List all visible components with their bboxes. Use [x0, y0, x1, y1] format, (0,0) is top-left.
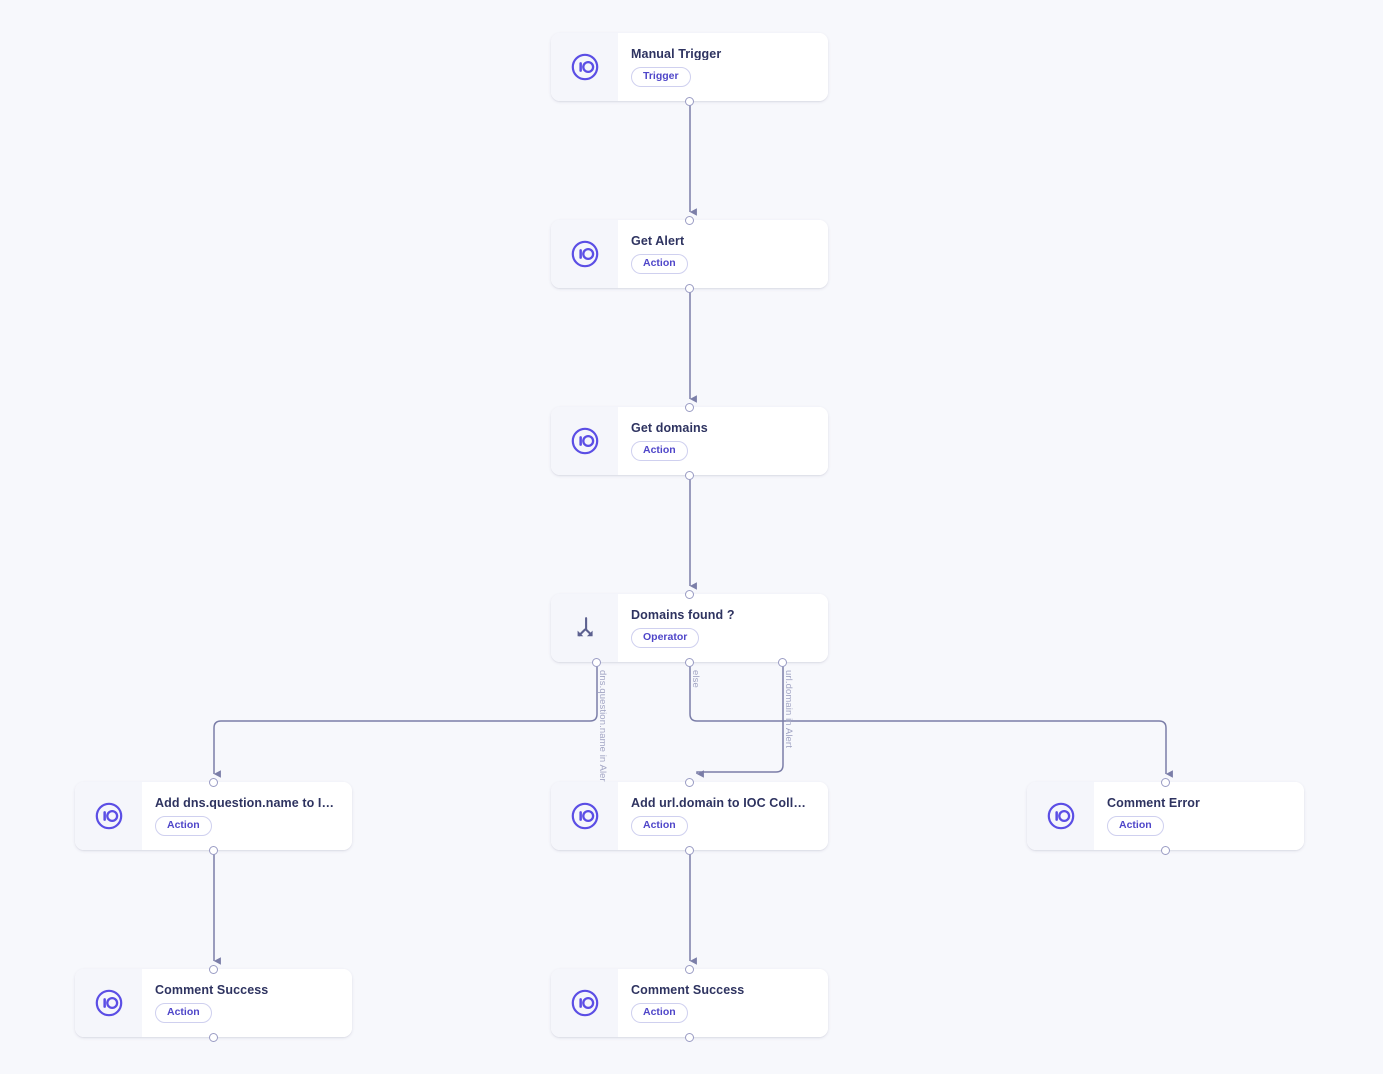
node-port-bottom[interactable] — [685, 283, 694, 293]
io-logo-icon — [570, 239, 600, 269]
node-body: Manual Trigger Trigger — [618, 33, 828, 101]
node-body: Comment Error Action — [1094, 782, 1304, 850]
node-title: Comment Error — [1107, 796, 1200, 809]
node-port-bottom[interactable] — [685, 845, 694, 855]
node-title: Manual Trigger — [631, 47, 722, 60]
node-port-bottom[interactable] — [1161, 845, 1170, 855]
node-port-bottom[interactable] — [685, 1032, 694, 1042]
io-logo-icon — [94, 988, 124, 1018]
node-icon-pane — [551, 969, 618, 1037]
node-port-bottom[interactable] — [209, 1032, 218, 1042]
node-port-top[interactable] — [685, 215, 694, 225]
edge-label-clip-dns: dns.question.name in Alert — [595, 670, 611, 782]
status-badge: Action — [155, 816, 212, 836]
edge-domains-found-add-url-domain — [696, 662, 784, 778]
io-logo-icon — [570, 426, 600, 456]
node-get-domains[interactable]: Get domains Action — [551, 402, 828, 480]
node-port-bottom-right[interactable] — [778, 657, 787, 667]
io-logo-icon — [1046, 801, 1076, 831]
node-port-bottom[interactable] — [209, 845, 218, 855]
node-icon-pane — [1027, 782, 1094, 850]
edge-label-clip-else: else — [688, 670, 704, 782]
node-domains-found[interactable]: Domains found ? Operator — [551, 589, 828, 667]
node-manual-trigger[interactable]: Manual Trigger Trigger — [551, 33, 828, 106]
node-add-url-domain[interactable]: Add url.domain to IOC Collection Action — [551, 777, 828, 855]
edge-label-url-domain: url.domain in Alert — [783, 670, 794, 748]
node-comment-success-center[interactable]: Comment Success Action — [551, 964, 828, 1042]
node-icon-pane — [551, 407, 618, 475]
node-get-alert[interactable]: Get Alert Action — [551, 215, 828, 293]
status-badge: Action — [1107, 816, 1164, 836]
node-title: Comment Success — [155, 983, 269, 996]
status-badge: Action — [631, 441, 688, 461]
status-badge: Action — [631, 1003, 688, 1023]
io-logo-icon — [94, 801, 124, 831]
node-title: Get domains — [631, 421, 708, 434]
node-port-top[interactable] — [209, 964, 218, 974]
node-port-bottom-center[interactable] — [685, 657, 694, 667]
status-badge: Operator — [631, 628, 700, 648]
node-body: Get domains Action — [618, 407, 828, 475]
node-body: Get Alert Action — [618, 220, 828, 288]
io-logo-icon — [570, 988, 600, 1018]
io-logo-icon — [570, 52, 600, 82]
node-body: Add url.domain to IOC Collection Action — [618, 782, 828, 850]
node-icon-pane — [551, 594, 618, 662]
node-title: Comment Success — [631, 983, 745, 996]
status-badge: Action — [631, 816, 688, 836]
node-port-top[interactable] — [685, 402, 694, 412]
node-port-top[interactable] — [685, 777, 694, 787]
node-icon-pane — [551, 33, 618, 101]
node-port-top[interactable] — [209, 777, 218, 787]
node-port-top[interactable] — [1161, 777, 1170, 787]
branch-split-icon — [572, 615, 598, 641]
edge-label-clip-url-domain: url.domain in Alert — [781, 670, 797, 782]
io-logo-icon — [570, 801, 600, 831]
node-port-top[interactable] — [685, 589, 694, 599]
node-port-bottom-left[interactable] — [592, 657, 601, 667]
node-icon-pane — [551, 220, 618, 288]
node-comment-error[interactable]: Comment Error Action — [1027, 777, 1304, 855]
node-icon-pane — [75, 782, 142, 850]
node-icon-pane — [551, 782, 618, 850]
node-add-dns-question-name[interactable]: Add dns.question.name to IOC ... Action — [75, 777, 352, 855]
node-port-top[interactable] — [685, 964, 694, 974]
node-title: Get Alert — [631, 234, 685, 247]
status-badge: Trigger — [631, 67, 691, 87]
node-title: Add url.domain to IOC Collection — [631, 796, 812, 809]
node-title: Add dns.question.name to IOC ... — [155, 796, 336, 809]
node-comment-success-left[interactable]: Comment Success Action — [75, 964, 352, 1042]
node-body: Comment Success Action — [618, 969, 828, 1037]
node-icon-pane — [75, 969, 142, 1037]
node-body: Domains found ? Operator — [618, 594, 828, 662]
node-body: Add dns.question.name to IOC ... Action — [142, 782, 352, 850]
node-port-bottom[interactable] — [685, 470, 694, 480]
edge-domains-found-comment-error — [689, 662, 1173, 778]
status-badge: Action — [155, 1003, 212, 1023]
edge-label-else: else — [690, 670, 701, 688]
edge-domains-found-add-dns — [213, 662, 598, 778]
node-port-bottom[interactable] — [685, 96, 694, 106]
status-badge: Action — [631, 254, 688, 274]
edge-label-dns-question-name: dns.question.name in Alert — [597, 670, 608, 782]
node-title: Domains found ? — [631, 608, 735, 621]
node-body: Comment Success Action — [142, 969, 352, 1037]
